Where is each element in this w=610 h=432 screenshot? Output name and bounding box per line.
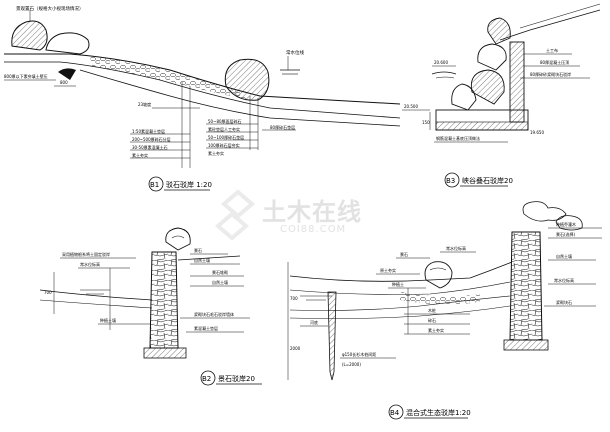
b4-dim2: 2000 [290,346,301,351]
b1-water-level: 常水位线 [286,49,304,56]
b1-title: 驳石驳岸 1:20 [166,181,212,189]
b2-title: 景石驳岸20 [218,375,255,383]
b2-badge: B2 [202,375,211,383]
b4-dim1: 700 [290,296,298,301]
b3-notes: 土工布 80厚混凝土压顶 80厚碎砂浆砌块石驳岸 [520,47,590,79]
note-line: 素土夯实 [132,152,148,158]
section-b3: 20.600 20.500 19.650 土工布 80厚混凝土压顶 80厚碎砂浆… [402,3,601,188]
note-line: 素混凝土垫层 [194,325,218,331]
boulder-shape [424,261,453,289]
note-line: 种植土壤 [100,317,116,323]
rock-stack [451,83,477,111]
b1-badge-circle [148,176,164,192]
b4-pile-note: φ150长杉木桩间距 [342,351,376,357]
note-line: 50~100厚碎石垫层 [208,134,244,140]
b3-title: 峡谷叠石驳岸20 [462,176,513,185]
note-line: 景石堆砌 [212,269,228,275]
b4-notes: 景石 常水位标高 原土夯实 种植土 河底 木桩 碎石 素土夯实 [300,245,476,335]
boulder-shape [224,58,270,101]
b1-slope: 23坡度 [138,101,151,107]
b1-top-note: 景观置石（规格大小视现场情况） [16,5,84,12]
shrub-shape [522,201,567,222]
masonry-wall [509,231,543,341]
note-line: 河底 [310,319,318,325]
note-line: 浆砌块石毛石驳岸墙体 [194,311,234,317]
shrub-shape [555,215,583,231]
watermark-main: 土木在线 [262,198,362,226]
note-line: 浆砌块石 [556,299,572,305]
note-line: 素砼垫层人工夯实 [208,126,240,132]
watermark: 土木在线 COI88.COM [218,188,418,248]
watermark-sub: COI88.COM [280,224,347,235]
b1-note-block: 1:50素混凝土垫层 200~500厚碎石分层 30-50厚素混凝土石 素土夯实 [130,128,190,159]
b4-pile-note-2: (L=2000) [342,362,361,367]
note-line: 200~500厚碎石分层 [132,136,171,142]
rock-stack [477,43,507,71]
b1-left-note: 800厚以下素夯填土壁压 [4,73,48,79]
note-line: 景石(选择) [556,231,576,237]
note-line: 常水位标高 [80,261,100,267]
b3-bottom-note: 钢筋混凝土基底压顶做法 [436,135,480,141]
note-line: 常水位标高 [446,245,466,251]
note-line: 1:50素混凝土垫层 [132,128,165,134]
b2-right-notes: 景石堆砌 自然土壤 [190,269,244,287]
note-line: 土工布 [546,47,558,53]
b3-elev-water: 20.500 [404,104,418,109]
note-line: 自然土壤 [194,257,210,263]
masonry-wall [149,251,179,349]
section-b4: 700 2000 景石 常水位标高 原土夯实 种植土 河底 木桩 碎石 素土夯实… [287,201,602,420]
note-line: 30-50厚素混凝土石 [132,144,168,150]
section-b2: 700 采用植物根系将土固定驳岸 常水位标高 种植土壤 景石 自然土壤 浆砌块石… [39,227,262,386]
b3-elev-bottom: 19.650 [530,130,544,135]
note-line: 80厚碎砂浆砌块石驳岸 [530,71,571,77]
watermark-logo-icon [214,189,256,241]
b3-elev-top: 20.600 [434,60,448,65]
note-line: 景石 [400,251,408,257]
note-line: 自然土壤 [556,253,572,259]
b4-badge-circle [388,404,404,420]
b1-dim: 800 [60,80,68,85]
note-line: 采用植物根系将土固定驳岸 [62,251,110,257]
b4-right-notes: 种植乔灌木 景石(选择) 自然土壤 常水位标高 浆砌块石 [544,221,602,307]
note-line: 素土夯实 [208,150,224,156]
boulder-shape [45,32,90,55]
rock-stack [470,69,505,105]
note-line: 100厚碎石层夯实 [208,142,240,148]
b2-notes: 采用植物根系将土固定驳岸 常水位标高 种植土壤 景石 自然土壤 浆砌块石毛石驳岸… [60,247,250,333]
b1-right-note: 80厚碎石垫层 [270,124,295,130]
note-line: 碎石 [428,317,436,323]
note-line: 木桩 [428,307,436,313]
b4-badge: B4 [390,409,400,417]
note-line: 80厚混凝土压顶 [540,59,569,65]
note-line: 素土夯实 [428,327,444,333]
note-line: 种植土 [392,281,404,287]
b3-dim-left: 150 [422,120,430,125]
note-line: 50~80厚面层碎石 [208,118,242,124]
note-line: 种植乔灌木 [556,221,576,227]
b2-badge-circle [200,370,216,386]
boulder-shape [165,227,191,251]
note-line: 自然土壤 [212,279,228,285]
note-line: 原土夯实 [380,267,396,273]
boulder-shape [11,20,48,51]
section-b1: 800 景观置石（规格大小视现场情况） 800厚以下素夯填土壁压 常水位线 23… [4,5,401,192]
note-line: 常水位标高 [554,277,574,283]
rock-stack [487,17,511,45]
b4-title: 混合式生态驳岸1:20 [406,408,471,417]
b1-badge: B1 [150,181,159,189]
b3-badge-circle [444,172,460,188]
b2-dim: 700 [44,290,52,295]
wood-pile [327,291,337,381]
b3-badge: B3 [446,177,455,185]
b1-note-block-2: 50~80厚面层碎石 素砼垫层人工夯实 50~100厚碎石垫层 100厚碎石层夯… [206,118,258,156]
note-line: 景石 [194,247,202,253]
